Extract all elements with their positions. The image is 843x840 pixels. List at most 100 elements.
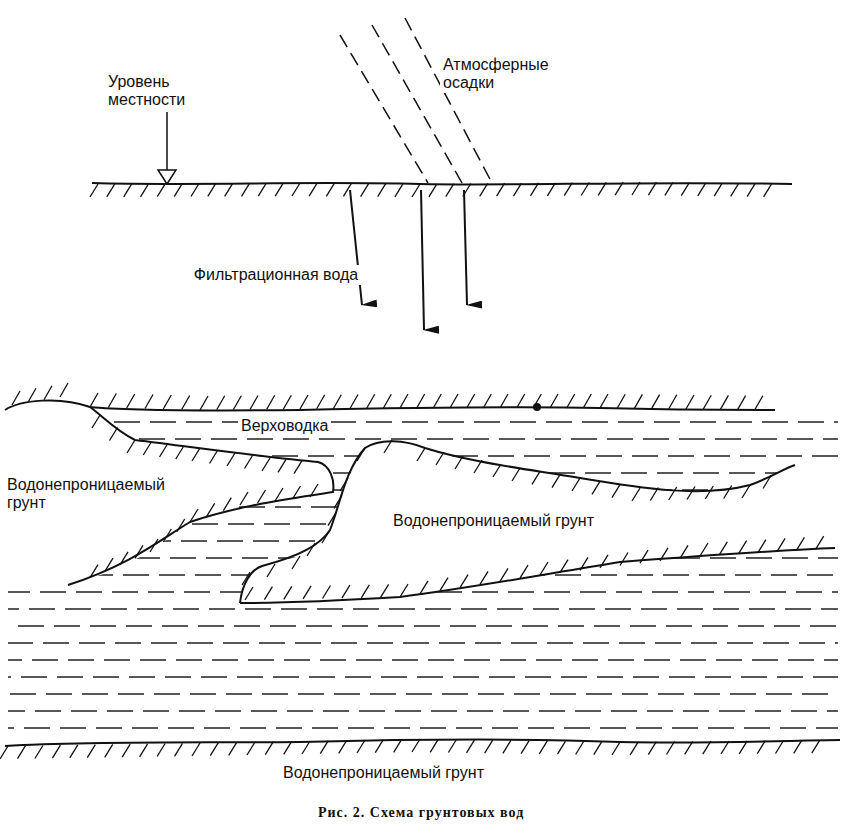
hatch-tick	[652, 395, 660, 409]
hatch-tick	[267, 564, 275, 577]
hatch-tick	[105, 744, 113, 757]
hatch-tick	[127, 440, 135, 453]
hatch-tick	[140, 744, 148, 757]
hatch-tick	[267, 395, 275, 409]
hatch-tick	[640, 550, 648, 563]
hatch-tick	[323, 586, 331, 599]
hatch-tick	[687, 487, 695, 500]
hatch-tick	[429, 184, 437, 197]
hatch-tick	[777, 538, 785, 551]
hatch-tick	[719, 542, 727, 555]
hatch-tick	[87, 745, 95, 758]
hatch-tick	[474, 460, 482, 473]
hatch-tick	[361, 184, 369, 197]
hatch-tick	[455, 456, 463, 469]
hatch-tick	[400, 394, 408, 408]
hatch-tick	[293, 486, 301, 499]
hatch-tick	[320, 741, 328, 754]
hatch-tick	[90, 184, 98, 197]
water-dash-line	[8, 421, 838, 422]
hatch-tick	[217, 396, 225, 410]
hatch-tick	[143, 442, 151, 455]
hatch-tick	[120, 552, 128, 565]
hatch-tick	[92, 415, 100, 428]
hatch-tick	[742, 485, 750, 498]
hatch-tick	[493, 464, 501, 477]
hatch-tick	[681, 183, 689, 196]
hatch-tick	[576, 742, 584, 755]
hatch-tick	[417, 394, 425, 408]
upper-ground-mask	[0, 0, 843, 410]
hatch-tick	[207, 503, 215, 516]
hatch-tick	[122, 744, 130, 757]
hatch-tick	[467, 740, 475, 753]
hatch-tick	[175, 743, 183, 756]
hatch-tick	[592, 481, 600, 494]
water-dash-line	[8, 676, 838, 677]
hatch-tick	[617, 394, 625, 408]
hatch-tick	[176, 446, 184, 459]
hatch-tick	[28, 388, 36, 402]
hatch-tick	[583, 394, 591, 408]
hatch-tick	[258, 183, 266, 196]
hatch-tick	[512, 468, 520, 481]
hatch-tick	[430, 739, 438, 752]
rain-line	[405, 18, 492, 183]
hatch-tick	[612, 485, 620, 498]
hatch-tick	[300, 395, 308, 409]
hatch-tick	[381, 584, 389, 597]
hatch-tick	[467, 394, 475, 408]
hatch-tick	[567, 394, 575, 408]
hatch-tick	[357, 448, 365, 461]
hatch-tick	[383, 394, 391, 408]
filtration-arrow	[421, 190, 424, 330]
hatch-tick	[240, 492, 248, 505]
hatch-tick	[448, 740, 456, 753]
hatch-tick	[90, 393, 98, 407]
hatch-tick	[163, 395, 171, 409]
hatch-tick	[177, 519, 185, 532]
hatch-tick	[763, 476, 771, 489]
hatch-tick	[731, 183, 739, 196]
rain-line	[340, 35, 428, 183]
hatch-tick	[433, 394, 441, 408]
lower-ground-mask	[0, 738, 843, 840]
hatch-tick	[70, 745, 78, 758]
hatch-tick	[135, 545, 143, 558]
hatch-tick	[223, 498, 231, 511]
hatch-tick	[292, 183, 300, 196]
hatch-tick	[357, 740, 365, 753]
hatch-tick	[581, 183, 589, 196]
hatch-tick	[229, 742, 237, 755]
filtration-arrows	[350, 190, 467, 330]
hatch-tick	[521, 741, 529, 754]
hatch-tick	[18, 746, 26, 759]
hatch-tick	[278, 459, 286, 472]
hatch-tick	[615, 182, 623, 195]
hatch-tick	[339, 740, 347, 753]
hatch-tick	[531, 183, 539, 196]
hatch-tick	[163, 529, 171, 542]
hatch-tick	[757, 741, 765, 754]
hatch-tick	[400, 584, 408, 597]
hatch-tick	[412, 184, 420, 197]
hatch-tick	[284, 741, 292, 754]
hatch-tick	[714, 183, 722, 196]
hatch-tick	[739, 541, 747, 554]
hatch-tick	[322, 530, 330, 543]
hatch-tick	[440, 578, 448, 591]
figure-caption: Рис. 2. Схема грунтовых вод	[315, 804, 527, 822]
hatch-tick	[127, 394, 135, 408]
hatch-tick	[328, 513, 336, 526]
hatch-tick	[242, 183, 250, 196]
hatch-tick	[660, 548, 668, 561]
hatch-tick	[558, 741, 566, 754]
hatch-tick	[307, 543, 315, 556]
hatch-tick	[303, 586, 311, 599]
hatch-tick	[412, 739, 420, 752]
hatch-tick	[540, 562, 548, 575]
hatching	[0, 182, 824, 759]
hatch-tick	[210, 451, 218, 464]
hatch-tick	[141, 184, 149, 197]
